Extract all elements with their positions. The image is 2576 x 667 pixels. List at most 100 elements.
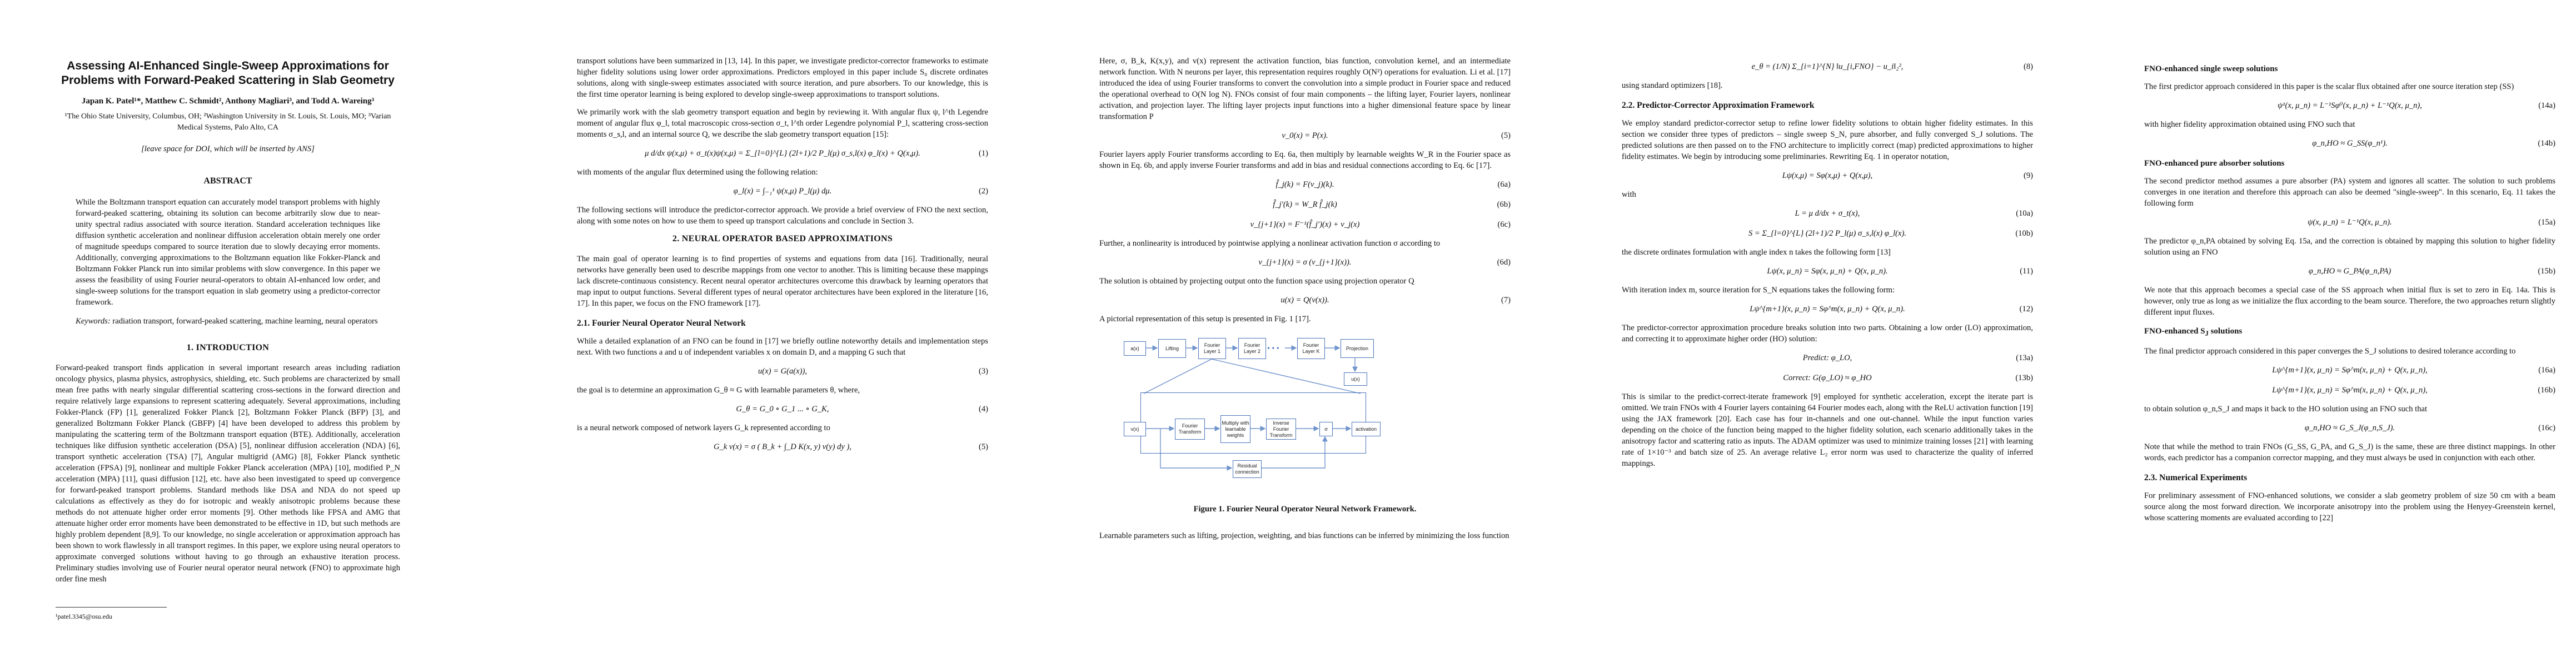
equation-number: (6a) xyxy=(1497,180,1511,189)
equation-body: S = Σ_{l=0}^{L} (2l+1)/2 P_l(μ) σ_s,l(x)… xyxy=(1748,229,1907,238)
paragraph: Learnable parameters such as lifting, pr… xyxy=(1099,531,1509,540)
paragraph: with xyxy=(1622,190,1636,199)
column-1: Assessing AI-Enhanced Single-Sweep Appro… xyxy=(56,56,400,622)
equation-body: v_{j+1}(x) = σ (v_{j+1}(x)). xyxy=(1258,258,1352,267)
subsection-heading-fno: 2.1. Fourier Neural Operator Neural Netw… xyxy=(577,318,746,328)
activation-output-box: activation xyxy=(1352,422,1381,436)
equation-15a: ψ(x, μ_n) = L⁻¹Q(x, μ_n).(15a) xyxy=(2144,216,2555,229)
equation-body: v_0(x) = P(x). xyxy=(1282,131,1328,140)
equation-body: Correct: G(φ_LO) ≈ φ_HO xyxy=(1783,374,1872,382)
equation-1: μ d/dx ψ(x,μ) + σ_t(x)ψ(x,μ) = Σ_{l=0}^{… xyxy=(577,147,988,160)
fno-diagram: a(x) Lifting Fourier Layer 1 Fourier Lay… xyxy=(1122,331,1466,498)
paragraph: Fourier layers apply Fourier transforms … xyxy=(1099,150,1511,170)
equation-number: (11) xyxy=(2020,267,2033,276)
paragraph: We primarily work with the slab geometry… xyxy=(577,108,988,139)
equation-body: φ_n,HO ≈ G_SS(φ_n¹). xyxy=(2312,139,2388,148)
paragraph: The final predictor approach considered … xyxy=(2144,347,2516,356)
equation-10a: L = μ d/dx + σ_t(x),(10a) xyxy=(1622,207,2033,220)
keywords-text: radiation transport, forward-peaked scat… xyxy=(112,317,378,326)
subsection-heading-numerical-experiments: 2.3. Numerical Experiments xyxy=(2144,473,2248,482)
equation-number: (14a) xyxy=(2538,101,2555,110)
fourier-transform-box: Fourier Transform xyxy=(1175,419,1205,440)
projection-layer-box: Projection xyxy=(1341,339,1374,358)
equation-14b: φ_n,HO ≈ G_SS(φ_n¹). (14b) xyxy=(2144,137,2555,150)
paragraph: The solution is obtained by projecting o… xyxy=(1099,277,1414,286)
heading-part: solutions xyxy=(2208,327,2243,336)
equation-4: G_θ = G_0 ∘ G_1 ... ∘ G_K, (4) xyxy=(577,402,988,416)
paragraph: We note that this approach becomes a spe… xyxy=(2144,286,2555,317)
equation-body: u(x) = G(a(x)), xyxy=(758,367,808,376)
equation-number: (6c) xyxy=(1497,220,1511,229)
equation-body: G_k v(x) = σ ( B_k + ∫_D K(x, y) v(y) dy… xyxy=(713,442,852,451)
paragraph: The following sections will introduce th… xyxy=(577,206,988,226)
equation-body: f̂_j′(k) = W_R f̂_j(k) xyxy=(1273,200,1337,209)
equation-number: (16a) xyxy=(2538,366,2555,375)
paragraph: This is similar to the predict-correct-i… xyxy=(1622,392,2033,468)
abstract-text: While the Boltzmann transport equation c… xyxy=(76,198,380,307)
equation-number: (4) xyxy=(978,405,988,414)
fourier-layer-2-box: Fourier Layer 2 xyxy=(1238,338,1266,359)
author-list: Japan K. Patel¹*, Matthew C. Schmidt², A… xyxy=(81,97,375,106)
equation-6a: f̂_j(k) = F(v_j)(k). (6a) xyxy=(1099,178,1511,191)
equation-body: Lψ(x,μ) = Sφ(x,μ) + Q(x,μ), xyxy=(1782,171,1873,180)
equation-body: G_θ = G_0 ∘ G_1 ... ∘ G_K, xyxy=(736,405,829,414)
equation-number: (1) xyxy=(978,149,988,158)
paragraph: with moments of the angular flux determi… xyxy=(577,168,818,177)
equation-number: (14b) xyxy=(2538,139,2555,148)
heading-pure-absorber: FNO-enhanced pure absorber solutions xyxy=(2144,159,2285,168)
equation-6d: v_{j+1}(x) = σ (v_{j+1}(x)). (6d) xyxy=(1099,256,1511,269)
subsection-heading-predictor-corrector: 2.2. Predictor-Corrector Approximation F… xyxy=(1622,101,1815,110)
equation-body: Lψ^{m+1}(x, μ_n) = Sφ^m(x, μ_n) + Q(x, μ… xyxy=(1750,305,1905,313)
equation-lifting: v_0(x) = P(x). (5) xyxy=(1099,129,1511,142)
paragraph: A pictorial representation of this setup… xyxy=(1099,315,1311,323)
equation-number: (5) xyxy=(1501,131,1511,140)
equation-body: f̂_j(k) = F(v_j)(k). xyxy=(1275,180,1334,189)
equation-8: e_θ = (1/N) Σ_{i=1}^{N} ‖u_{i,FNO} − u_i… xyxy=(1622,60,2033,73)
footnote-rule xyxy=(56,607,167,608)
column-2: transport solutions have been summarized… xyxy=(577,56,988,460)
paragraph: with higher fidelity approximation obtai… xyxy=(2144,120,2355,129)
ellipsis: • • • xyxy=(1267,345,1279,353)
equation-3: u(x) = G(a(x)), (3) xyxy=(577,365,988,378)
equation-number: (5) xyxy=(978,442,988,451)
equation-body: u(x) = Q(v(x)). xyxy=(1280,296,1329,305)
equation-number: (9) xyxy=(2023,171,2033,180)
equation-13b: Correct: G(φ_LO) ≈ φ_HO(13b) xyxy=(1622,371,2033,385)
equation-2: φ_l(x) = ∫₋₁¹ ψ(x,μ) P_l(μ) dμ.(2) xyxy=(577,185,988,198)
equation-number: (16c) xyxy=(2538,424,2555,432)
equation-body: Predict: φ_LO, xyxy=(1802,354,1852,362)
input-function-box: a(x) xyxy=(1124,341,1146,356)
paragraph: to obtain solution φ_n,S_J and maps it b… xyxy=(2144,405,2428,414)
equation-13a: Predict: φ_LO,(13a) xyxy=(1622,351,2033,365)
equation-12: Lψ^{m+1}(x, μ_n) = Sφ^m(x, μ_n) + Q(x, μ… xyxy=(1622,302,2033,316)
equation-body: μ d/dx ψ(x,μ) + σ_t(x)ψ(x,μ) = Σ_{l=0}^{… xyxy=(645,149,920,158)
keywords: Keywords: radiation transport, forward-p… xyxy=(76,316,380,327)
column-4: e_θ = (1/N) Σ_{i=1}^{N} ‖u_{i,FNO} − u_i… xyxy=(1622,56,2033,476)
fourier-layer-k-box: Fourier Layer K xyxy=(1297,338,1325,359)
paragraph: Here, σ, B_k, K(x,y), and v(x) represent… xyxy=(1099,57,1511,121)
equation-number: (3) xyxy=(978,367,988,376)
fno-diagram-connectors xyxy=(1143,345,1361,471)
equation-number: (15a) xyxy=(2538,218,2555,227)
equation-number: (12) xyxy=(2019,305,2033,313)
paragraph: The predictor φ_n,PA obtained by solving… xyxy=(2144,237,2555,257)
equation-body: φ_l(x) = ∫₋₁¹ ψ(x,μ) P_l(μ) dμ. xyxy=(733,187,832,196)
abstract-heading: ABSTRACT xyxy=(203,176,252,186)
paragraph: transport solutions have been summarized… xyxy=(577,57,988,99)
column-3: Here, σ, B_k, K(x,y), and v(x) represent… xyxy=(1099,56,1511,548)
equation-body: Lψ(x, μ_n) = Sφ(x, μ_n) + Q(x, μ_n). xyxy=(1767,267,1888,276)
heading-part: FNO-enhanced S xyxy=(2144,327,2205,336)
figure-caption: Figure 1. Fourier Neural Operator Neural… xyxy=(1193,505,1417,514)
doi-placeholder: [leave space for DOI, which will be inse… xyxy=(141,145,315,153)
equation-number: (15b) xyxy=(2538,267,2555,276)
fourier-layer-1-box: Fourier Layer 1 xyxy=(1198,338,1226,359)
paragraph: the discrete ordinates formulation with … xyxy=(1622,248,1891,257)
paragraph: With iteration index m, source iteration… xyxy=(1622,286,1895,295)
paragraph: The second predictor method assumes a pu… xyxy=(2144,177,2555,208)
equation-number: (6d) xyxy=(1497,258,1511,267)
affiliations: ¹The Ohio State University, Columbus, OH… xyxy=(64,112,391,132)
equation-body: φ_n,HO ≈ G_PA(φ_n,PA) xyxy=(2308,267,2391,276)
heading-subscript: J xyxy=(2205,330,2209,337)
inverse-fourier-transform-box: Inverse Fourier Transform xyxy=(1266,419,1296,440)
residual-connection-box: Residual connection xyxy=(1233,460,1262,478)
